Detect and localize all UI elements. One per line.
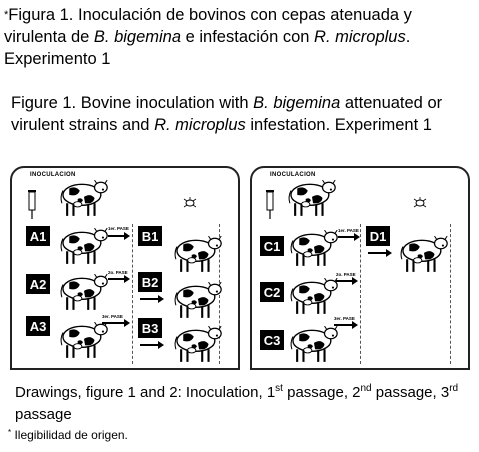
- asterisk: *: [4, 9, 9, 21]
- panel-label: INOCULACION: [30, 172, 76, 178]
- figure-panel-2: INOCULACION C1 1er. PASE D1 C2 2o. PASE …: [250, 166, 470, 370]
- divider-line: [450, 224, 451, 364]
- group-box-b3: B3: [138, 318, 162, 338]
- cow-icon: [173, 281, 223, 319]
- arrow-icon: [102, 319, 130, 327]
- passage-label: 1er. PASE: [108, 226, 129, 231]
- group-box-a3: A3: [26, 316, 50, 336]
- passage-label: 2o. PASE: [336, 272, 356, 277]
- group-box-b2: B2: [138, 272, 162, 292]
- passage-label: 3er. PASE: [102, 314, 123, 319]
- cow-icon: [290, 229, 339, 267]
- group-box-c2: C2: [260, 282, 284, 302]
- arrow-icon: [336, 277, 358, 285]
- cow-icon: [173, 235, 223, 273]
- group-box-c1: C1: [260, 236, 284, 256]
- figure-footer-caption: Drawings, figure 1 and 2: Inoculation, 1…: [15, 383, 459, 423]
- cow-icon: [59, 273, 109, 311]
- arrow-icon: [368, 249, 392, 257]
- group-box-a2: A2: [26, 274, 50, 294]
- divider-line: [132, 224, 133, 364]
- arrow-icon: [140, 341, 164, 349]
- arrow-icon: [108, 232, 130, 240]
- tick-icon: [183, 197, 197, 208]
- syringe-icon: [266, 190, 274, 219]
- passage-label: 1er. PASE: [338, 228, 359, 233]
- group-box-b1: B1: [138, 226, 162, 246]
- cow-icon: [59, 227, 109, 265]
- group-box-a1: A1: [26, 226, 50, 246]
- passage-label: 2o. PASE: [108, 270, 128, 275]
- divider-line: [360, 224, 361, 364]
- cow-icon: [290, 325, 339, 363]
- caption-english: Figure 1. Bovine inoculation with B. big…: [11, 94, 443, 134]
- cow-icon: [288, 179, 337, 217]
- tick-icon: [413, 197, 427, 208]
- caption-spanish: *Figura 1. Inoculación de bovinos con ce…: [4, 6, 412, 68]
- panel-label: INOCULACION: [270, 172, 316, 178]
- cow-icon: [59, 179, 109, 217]
- arrow-icon: [338, 233, 360, 241]
- figure-panel-1: INOCULACION A1 1er. PASE B1 A2 2o. PASE …: [10, 166, 240, 370]
- arrow-icon: [108, 275, 130, 283]
- arrow-icon: [334, 321, 358, 329]
- divider-line: [219, 224, 220, 364]
- cow-icon: [173, 325, 223, 363]
- cow-icon: [400, 235, 449, 273]
- passage-label: 3er. PASE: [334, 316, 355, 321]
- legibility-note: * Ilegibilidad de origen.: [8, 428, 128, 442]
- arrow-icon: [140, 295, 164, 303]
- cow-icon: [59, 321, 109, 359]
- group-box-d1: D1: [366, 226, 390, 246]
- group-box-c3: C3: [260, 330, 284, 350]
- cow-icon: [290, 277, 339, 315]
- syringe-icon: [28, 190, 36, 219]
